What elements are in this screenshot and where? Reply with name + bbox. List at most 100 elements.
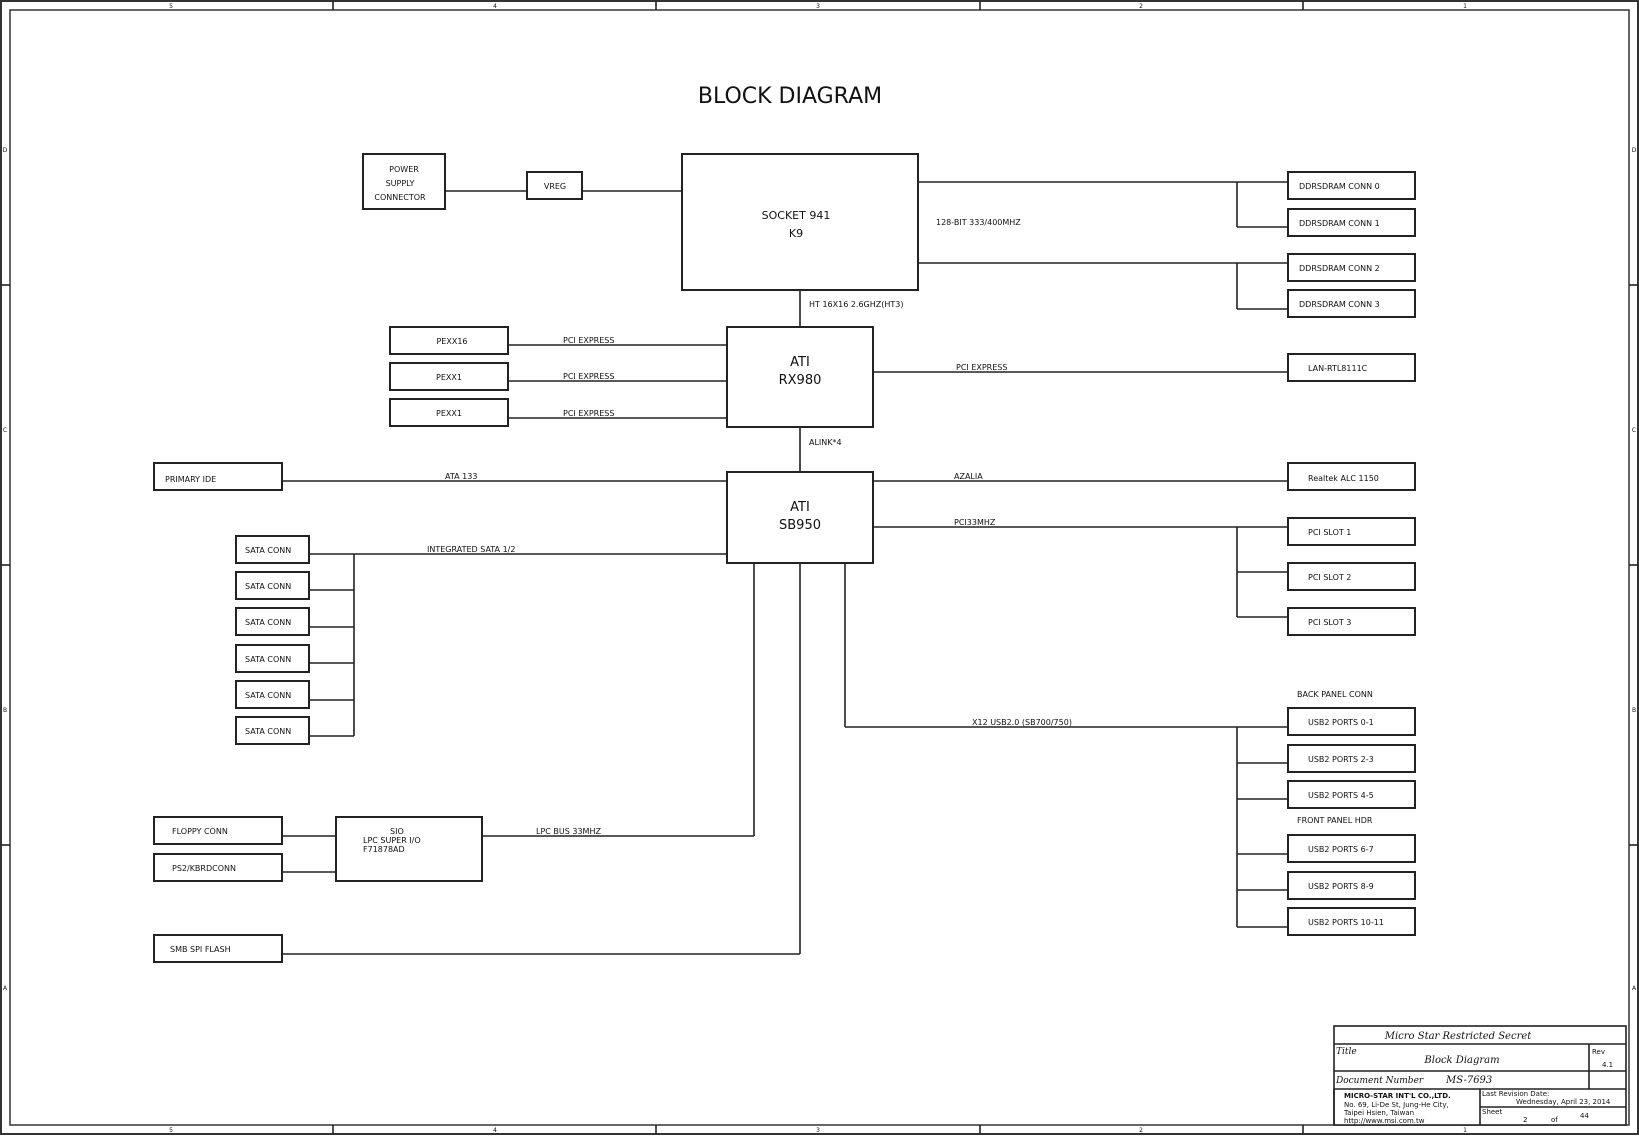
frame-col-label-top-2: 4: [493, 3, 497, 10]
ddr-conn-1-label: DDRSDRAM CONN 1: [1299, 219, 1380, 228]
alink-bus-label: ALINK*4: [809, 438, 842, 447]
floppy-conn-block: FLOPPY CONN: [153, 816, 283, 845]
power-supply-line-3: CONNECTOR: [374, 193, 426, 202]
title-block-of-label: of: [1551, 1116, 1558, 1124]
sata-conn-0-block: SATA CONN: [235, 535, 310, 564]
lan-block: LAN-RTL8111C: [1287, 353, 1416, 382]
frame-col-label-top-3: 3: [816, 3, 820, 10]
usb-front-panel-ports: USB2 PORTS 6-7 USB2 PORTS 8-9 USB2 PORTS…: [1287, 834, 1416, 936]
frame-col-label-top-5: 1: [1463, 3, 1467, 10]
frame-row-label-left-1: D: [3, 147, 8, 154]
sata-conn-0-label: SATA CONN: [245, 546, 291, 555]
ddr-conn-2-block: DDRSDRAM CONN 2: [1287, 253, 1416, 282]
title-block-date-label: Last Revision Date:: [1482, 1090, 1549, 1098]
southbridge-label-line-2: SB950: [779, 518, 821, 533]
frame-row-label-right-1: D: [1632, 147, 1637, 154]
pci-bus-label: PCI33MHZ: [954, 518, 996, 527]
cpu-label-line-1: SOCKET 941: [762, 209, 831, 222]
usb-front-port-0-label: USB2 PORTS 6-7: [1308, 845, 1374, 854]
lan-label: LAN-RTL8111C: [1308, 364, 1368, 373]
sata-conn-2-block: SATA CONN: [235, 607, 310, 636]
sata-conn-1-block: SATA CONN: [235, 571, 310, 600]
title-block-docnum-label: Document Number: [1335, 1076, 1424, 1086]
super-io-label-line-3: F71878AD: [363, 845, 405, 854]
title-block-title-value: Block Diagram: [1423, 1055, 1499, 1066]
usb-bus-label: X12 USB2.0 (SB700/750): [972, 718, 1072, 727]
pex-slot-0-label: PEXX16: [436, 337, 467, 346]
southbridge-label-line-1: ATI: [790, 500, 810, 515]
ht-bus-label: HT 16X16 2.6GHZ(HT3): [809, 300, 903, 309]
power-supply-connector-block: POWER SUPPLY CONNECTOR: [362, 153, 446, 210]
wires: [282, 181, 1288, 955]
pci-slot-2-block: PCI SLOT 2: [1287, 562, 1416, 591]
ddr-conn-1-block: DDRSDRAM CONN 1: [1287, 208, 1416, 237]
title-block-company-name: MICRO-STAR INT'L CO.,LTD.: [1344, 1092, 1451, 1100]
usb-back-port-1-block: USB2 PORTS 2-3: [1287, 744, 1416, 773]
pcie-slots: PEXX16 PEXX1 PEXX1: [389, 326, 509, 427]
sata-bus-label: INTEGRATED SATA 1/2: [427, 545, 515, 554]
pcie-bus-label-2: PCI EXPRESS: [563, 409, 614, 418]
sata-conn-1-label: SATA CONN: [245, 582, 291, 591]
sata-conn-5-label: SATA CONN: [245, 727, 291, 736]
super-io-label-line-1: SIO: [390, 827, 404, 836]
cpu-label-line-2: K9: [789, 227, 803, 240]
ps2-conn-block: PS2/KBRDCONN: [153, 853, 283, 882]
usb-back-port-2-label: USB2 PORTS 4-5: [1308, 791, 1374, 800]
usb-back-panel-ports: USB2 PORTS 0-1 USB2 PORTS 2-3 USB2 PORTS…: [1287, 707, 1416, 809]
frame-row-label-right-2: C: [1632, 427, 1636, 434]
super-io-label-line-2: LPC SUPER I/O: [363, 836, 421, 845]
usb-front-port-2-label: USB2 PORTS 10-11: [1308, 918, 1384, 927]
frame-col-label-top-4: 2: [1139, 3, 1143, 10]
usb-back-panel-header: BACK PANEL CONN: [1297, 690, 1373, 699]
pcie-bus-label-0: PCI EXPRESS: [563, 336, 614, 345]
usb-front-port-0-block: USB2 PORTS 6-7: [1287, 834, 1416, 863]
title-block-address-1: No. 69, Li-De St, Jung-He City,: [1344, 1101, 1449, 1109]
frame-col-label-bottom-2: 4: [493, 1127, 497, 1134]
pex-slot-0-block: PEXX16: [389, 326, 509, 355]
pci-slot-1-label: PCI SLOT 1: [1308, 528, 1351, 537]
ddr-conn-2-label: DDRSDRAM CONN 2: [1299, 264, 1380, 273]
title-block-date-value: Wednesday, April 23, 2014: [1516, 1098, 1611, 1106]
ps2-conn-label: PS2/KBRDCONN: [172, 864, 236, 873]
ata-bus-label: ATA 133: [445, 472, 477, 481]
usb-front-port-1-block: USB2 PORTS 8-9: [1287, 871, 1416, 900]
pex-slot-2-label: PEXX1: [436, 409, 462, 418]
sata-conn-2-label: SATA CONN: [245, 618, 291, 627]
sata-connectors: SATA CONN SATA CONN SATA CONN SATA CONN …: [235, 535, 310, 745]
title-block-title-label: Title: [1336, 1047, 1357, 1057]
pcie-bus-label-1: PCI EXPRESS: [563, 372, 614, 381]
title-block-website: http://www.msi.com.tw: [1344, 1117, 1425, 1125]
floppy-conn-label: FLOPPY CONN: [172, 827, 228, 836]
frame-row-label-right-3: B: [1632, 707, 1636, 714]
spi-flash-label: SMB SPI FLASH: [170, 945, 231, 954]
northbridge-label-line-1: ATI: [790, 355, 810, 370]
pci-slot-2-label: PCI SLOT 2: [1308, 573, 1351, 582]
power-supply-line-2: SUPPLY: [386, 179, 415, 188]
title-block: Micro Star Restricted Secret Title Block…: [1333, 1025, 1627, 1126]
super-io-block: SIO LPC SUPER I/O F71878AD: [335, 816, 483, 882]
frame-row-label-right-4: A: [1632, 985, 1637, 992]
vreg-label: VREG: [544, 182, 566, 191]
title-block-address-2: Taipei Hsien, Taiwan: [1343, 1109, 1414, 1117]
lan-pcie-bus-label: PCI EXPRESS: [956, 363, 1007, 372]
primary-ide-block: PRIMARY IDE: [153, 462, 283, 491]
title-block-sheet-label: Sheet: [1482, 1108, 1502, 1116]
frame-col-label-bottom-5: 1: [1463, 1127, 1467, 1134]
ddr-conn-3-label: DDRSDRAM CONN 3: [1299, 300, 1380, 309]
memory-bus-label: 128-BIT 333/400MHZ: [936, 218, 1021, 227]
title-block-header: Micro Star Restricted Secret: [1384, 1031, 1533, 1042]
pci-slot-1-block: PCI SLOT 1: [1287, 517, 1416, 546]
ddr-connectors: DDRSDRAM CONN 0 DDRSDRAM CONN 1 DDRSDRAM…: [1287, 171, 1416, 318]
title-block-rev-label: Rev: [1592, 1048, 1605, 1056]
pex-slot-2-block: PEXX1: [389, 398, 509, 427]
sata-conn-4-label: SATA CONN: [245, 691, 291, 700]
page-title: BLOCK DIAGRAM: [698, 84, 882, 109]
frame-col-label-bottom-4: 2: [1139, 1127, 1143, 1134]
northbridge-block: ATI RX980: [726, 326, 874, 428]
usb-front-panel-header: FRONT PANEL HDR: [1297, 816, 1373, 825]
frame-row-label-left-2: C: [3, 427, 7, 434]
pex-slot-1-label: PEXX1: [436, 373, 462, 382]
title-block-sheet-total: 44: [1580, 1112, 1589, 1120]
